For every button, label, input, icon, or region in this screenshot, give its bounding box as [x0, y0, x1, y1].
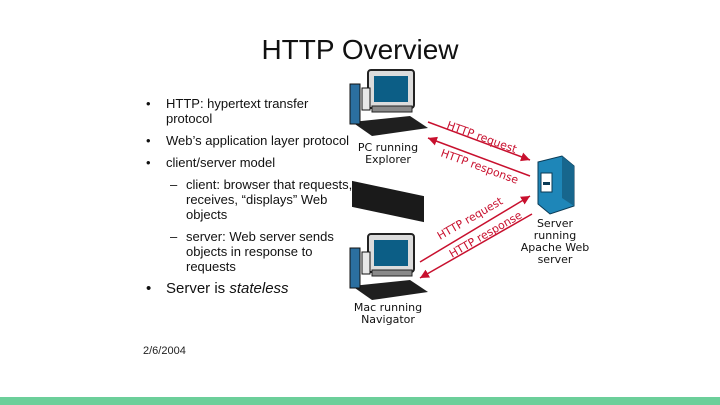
server-icon: [538, 156, 574, 214]
arrow-request-bottom: [420, 196, 530, 262]
footer-accent-bar: [0, 397, 720, 405]
label-server-running-apache: Server running Apache Web server: [520, 218, 590, 266]
label-pc-running-explorer: PC running Explorer: [356, 142, 420, 166]
mac-computer-icon: [350, 234, 428, 300]
label-mac-running-navigator: Mac running Navigator: [350, 302, 426, 326]
